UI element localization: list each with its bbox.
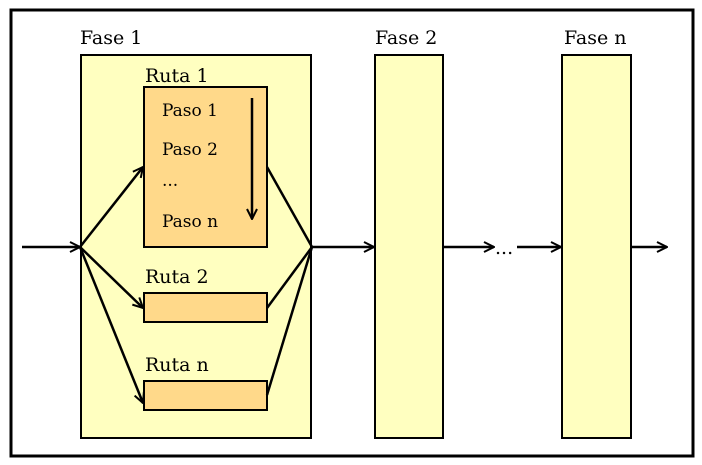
phase-2-box xyxy=(374,54,444,439)
phase-n-box xyxy=(561,54,632,439)
route-2-label: Ruta 2 xyxy=(145,266,209,288)
step-1: Paso 1 xyxy=(162,101,218,121)
route-n-label: Ruta n xyxy=(145,354,209,376)
route-1-box xyxy=(143,86,268,248)
merge-line-route-1 xyxy=(265,166,314,248)
step-2: Paso 2 xyxy=(162,140,218,160)
split-arrow-route-1 xyxy=(79,167,143,248)
phase-2-label: Fase 2 xyxy=(375,27,437,49)
split-arrow-route-2 xyxy=(79,246,143,308)
phase-1-label: Fase 1 xyxy=(80,27,142,49)
merge-line-route-2 xyxy=(265,246,314,309)
step-ellipsis: ... xyxy=(162,171,178,191)
route-n-box xyxy=(143,380,268,411)
route-1-label: Ruta 1 xyxy=(145,65,209,87)
merge-line-route-n xyxy=(265,246,314,396)
step-n: Paso n xyxy=(162,212,218,232)
split-arrow-route-n xyxy=(78,246,143,403)
phase-n-label: Fase n xyxy=(564,27,627,49)
route-2-box xyxy=(143,292,268,323)
phases-ellipsis: ... xyxy=(495,237,513,259)
